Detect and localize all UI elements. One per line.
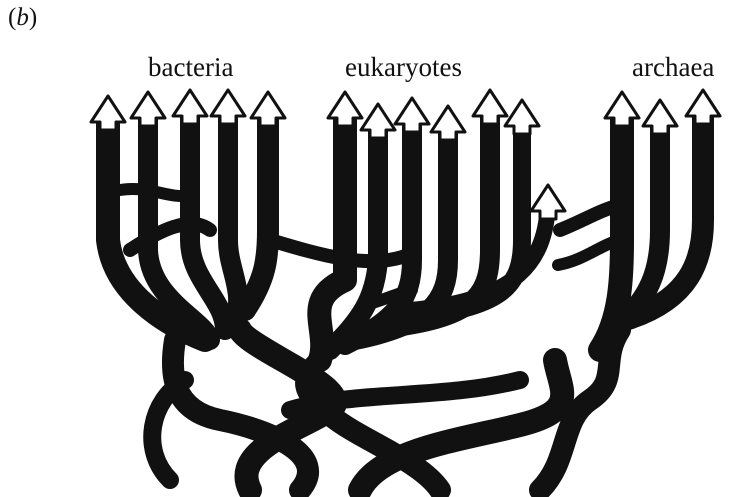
- arrowhead-archaea-2: [643, 100, 677, 134]
- arrowhead-bacteria-3: [173, 90, 207, 124]
- arrowhead-bacteria-2: [131, 92, 165, 126]
- arrowhead-eukaryote-4: [431, 106, 465, 140]
- arrowhead-eukaryote-7: [531, 185, 565, 219]
- arrowhead-archaea-3: [686, 90, 720, 124]
- bacteria-branch-5-fill: [245, 112, 268, 310]
- arrowhead-eukaryote-5: [473, 90, 507, 124]
- arrowhead-eukaryote-6: [505, 100, 539, 134]
- arrowhead-bacteria-5: [251, 92, 285, 126]
- tube-group: [108, 110, 703, 490]
- arrowhead-eukaryote-2: [361, 104, 395, 138]
- root-mid-a-fill: [360, 360, 562, 490]
- arrowhead-eukaryote-3: [395, 98, 429, 132]
- eukaryote-branch-1-fill: [319, 112, 345, 360]
- arrowhead-bacteria-4: [211, 90, 245, 124]
